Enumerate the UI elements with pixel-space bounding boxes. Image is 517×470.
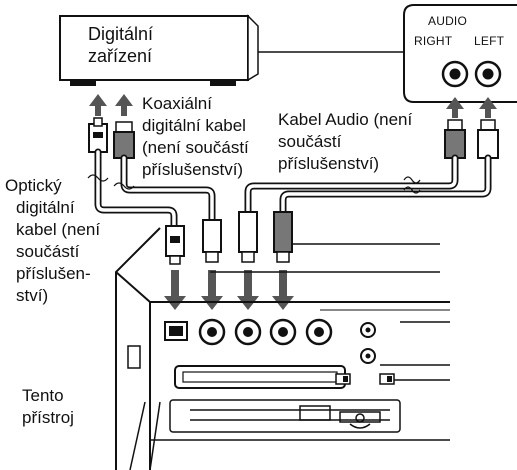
optical-cable-label-4: součástí xyxy=(16,242,80,261)
audio-cable-label-3: příslušenství) xyxy=(278,154,380,173)
audio-input-panel xyxy=(403,4,517,103)
optical-cable-label-5: příslušen- xyxy=(16,264,91,283)
coaxial-plug-top xyxy=(113,121,135,159)
audio-plugs-top xyxy=(444,119,499,159)
coaxial-cable-label-1: Koaxiální xyxy=(142,94,212,113)
unit-optical-jack xyxy=(164,321,188,341)
audio-panel-right: RIGHT xyxy=(414,34,453,48)
digital-device-label-line1: Digitální xyxy=(88,24,154,44)
unit-card-slot xyxy=(174,365,346,389)
up-arrows-panel xyxy=(446,97,497,118)
audio-panel-title: AUDIO xyxy=(428,14,468,28)
optical-plug-bottom xyxy=(165,225,185,265)
cables xyxy=(94,148,492,230)
audio-plugs-bottom xyxy=(238,211,293,263)
down-arrows-unit xyxy=(164,270,294,310)
up-arrows-device xyxy=(89,94,133,116)
optical-cable-label-1: Optický xyxy=(5,176,62,195)
digital-device-label-line2: zařízení xyxy=(88,46,153,66)
unit-rca-jacks xyxy=(198,318,376,364)
optical-plug-top xyxy=(88,117,108,153)
side-slot xyxy=(127,345,141,369)
coaxial-cable-label-3: (není součástí xyxy=(142,138,249,157)
digital-device-box xyxy=(59,14,259,86)
this-unit-label-1: Tento xyxy=(22,386,64,405)
audio-cable-label-1: Kabel Audio (není xyxy=(278,110,413,129)
optical-cable-label-6: ství) xyxy=(16,286,49,305)
audio-cable-label-2: součástí xyxy=(278,132,342,151)
unit-bottom-panel xyxy=(169,399,401,433)
coaxial-plug-bottom xyxy=(202,219,222,263)
label-leaders xyxy=(129,401,161,470)
optical-cable-label-2: digitální xyxy=(16,198,75,217)
audio-panel-left: LEFT xyxy=(474,34,505,48)
unit-switches xyxy=(335,373,395,385)
cable-break-marks xyxy=(87,174,421,194)
coaxial-cable-label-2: digitální kabel xyxy=(142,116,246,135)
optical-cable-label-3: kabel (není xyxy=(16,220,101,239)
unit-body xyxy=(115,227,450,470)
coaxial-cable-label-4: příslušenství) xyxy=(142,160,244,179)
this-unit-label-2: přístroj xyxy=(22,408,74,427)
